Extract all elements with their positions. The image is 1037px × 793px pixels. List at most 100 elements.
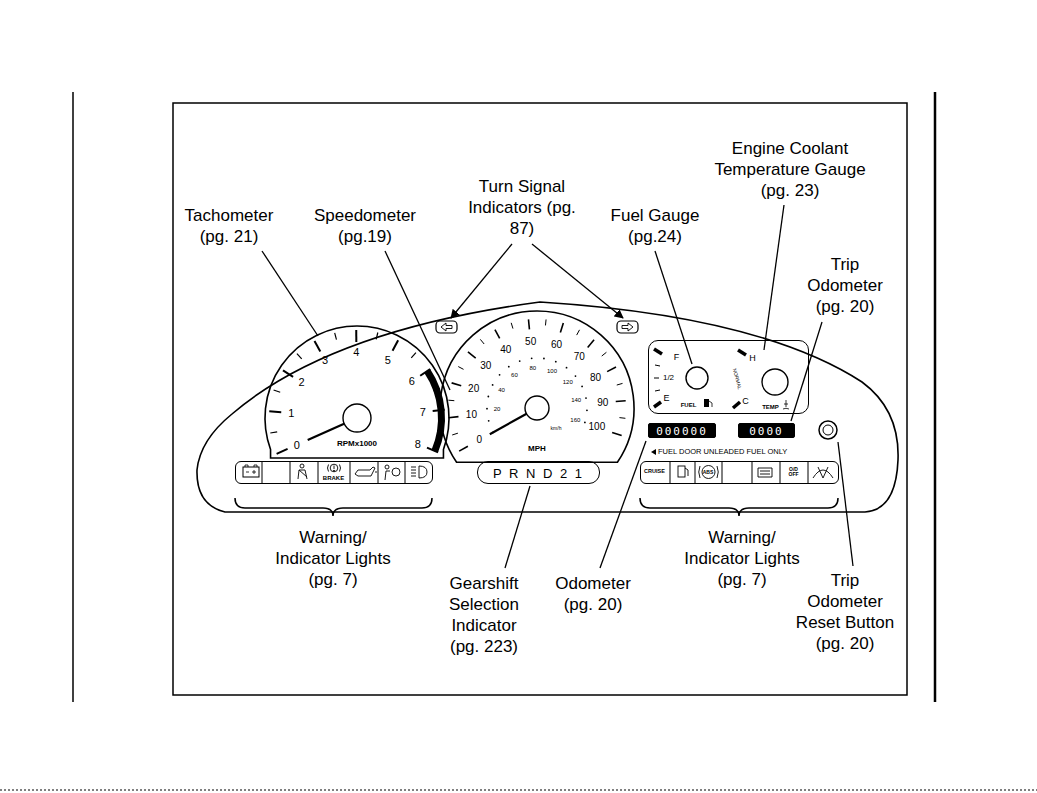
- brace: [640, 498, 838, 516]
- leader-line: [505, 486, 530, 568]
- tach-tick: [277, 449, 288, 454]
- dial-number: km/h: [551, 426, 562, 431]
- gearshift-indicator: P R N D 2 1: [477, 461, 600, 484]
- dial-number: 5: [385, 354, 391, 365]
- warning-light-text: ABS: [703, 470, 714, 475]
- dial-outline: [438, 305, 636, 467]
- fuel-door-arrow: [651, 449, 656, 455]
- kmh-dot: [585, 397, 587, 399]
- dial-number: 40: [498, 387, 505, 393]
- gauge-marking: C: [742, 396, 749, 405]
- kmh-dot: [486, 408, 488, 410]
- wiper-icon: [813, 467, 833, 478]
- kmh-dot: [586, 409, 588, 411]
- speedo-tick: [468, 352, 476, 358]
- strip-divider: [262, 461, 405, 484]
- dial-number: 20: [494, 406, 501, 412]
- callout-label: Turn Signal Indicators (pg. 87): [466, 176, 578, 239]
- temp-hub: [762, 369, 788, 395]
- turn-indicator: [436, 321, 457, 333]
- speedo-tick: [458, 367, 463, 370]
- dial-number: 80: [590, 373, 601, 383]
- dial-number: 30: [480, 361, 491, 371]
- brake-icon: [328, 465, 341, 472]
- gauge-marking: 1/2: [663, 374, 674, 382]
- warning-light-text: CRUISE: [644, 469, 665, 475]
- leader-line: [655, 251, 692, 364]
- kmh-dot: [531, 357, 533, 359]
- airbag-icon: [392, 468, 400, 476]
- dial-number: RPMx1000: [337, 440, 377, 448]
- page-rule: [72, 92, 74, 702]
- dial-number: 70: [574, 352, 585, 362]
- dial-number: 140: [571, 397, 581, 403]
- dial-number: 0: [294, 439, 300, 450]
- dial-number: 8: [415, 438, 421, 449]
- tach-tick: [274, 390, 281, 392]
- tach-tick: [433, 410, 445, 411]
- callout-label: Trip Odometer (pg. 20): [802, 254, 888, 317]
- turn-indicator: [617, 321, 638, 333]
- callout-label: Engine Coolant Temperature Gauge (pg. 23…: [708, 138, 873, 201]
- tach-tick: [283, 370, 293, 376]
- leader-line: [838, 442, 853, 566]
- leader-line: [262, 251, 318, 336]
- speedo-tick: [528, 319, 531, 329]
- dial-number: 6: [409, 376, 415, 387]
- fuel-pump-hose: [709, 401, 712, 407]
- speedo-tick: [602, 352, 607, 356]
- gauge-marking: H: [749, 353, 756, 362]
- tach-tick: [411, 353, 416, 358]
- dial-number: 4: [353, 347, 359, 358]
- page-rule: [934, 92, 937, 702]
- fuel-door-note: FUEL DOOR UNLEADED FUEL ONLY: [658, 447, 787, 456]
- trip-odometer-display: 0000: [738, 423, 795, 438]
- strip-divider: [670, 461, 808, 484]
- tach-hub: [343, 404, 371, 432]
- tach-tick: [355, 330, 357, 342]
- fuel-empty-mark: [654, 402, 661, 407]
- oil-icon: [355, 467, 376, 476]
- speedo-tick: [577, 330, 580, 335]
- tach-tick: [269, 410, 281, 413]
- speedo-tick: [612, 432, 622, 435]
- dial-face: [440, 311, 634, 462]
- kmh-dot: [499, 374, 501, 376]
- leader-line: [764, 205, 784, 350]
- temp-symbol: [783, 400, 789, 409]
- kmh-dot: [575, 375, 577, 377]
- callout-label: Gearshift Selection Indicator (pg. 223): [438, 573, 530, 657]
- warning-light-strip: BRAKE: [235, 461, 433, 484]
- callout-label: Warning/ Indicator Lights (pg. 7): [270, 527, 396, 590]
- callout-label: Speedometer (pg.19): [309, 205, 421, 247]
- page-edge: [0, 790, 1037, 791]
- warning-light-text: BRAKE: [323, 475, 344, 481]
- tach-tick: [315, 341, 321, 352]
- speedo-tick: [511, 323, 513, 329]
- dial-number: 40: [500, 345, 511, 355]
- callout-label: Warning/ Indicator Lights (pg. 7): [679, 527, 805, 590]
- turn-arrow: [622, 323, 633, 331]
- fuel-tick: [655, 390, 660, 391]
- kmh-dot: [492, 431, 494, 433]
- fuel-tick: [655, 365, 660, 366]
- tach-tick: [427, 448, 438, 453]
- gauge-marking: FUEL: [681, 402, 697, 408]
- dial-number: 100: [589, 422, 606, 432]
- callout-label: Tachometer (pg. 21): [179, 205, 279, 247]
- speedo-tick: [560, 323, 563, 333]
- dial-number: MPH: [528, 445, 546, 453]
- dial-number: 2: [298, 377, 304, 388]
- speedo-tick: [459, 446, 468, 451]
- tach-tick: [335, 333, 337, 340]
- tach-tick: [270, 432, 277, 433]
- kmh-dot: [543, 358, 545, 360]
- tach-tick: [433, 389, 440, 391]
- gear-letters: P R N D 2 1: [493, 466, 584, 479]
- kmh-dot: [487, 396, 489, 398]
- fuel-icon: [685, 468, 688, 476]
- airbag-icon: [385, 465, 389, 469]
- dial-number: 0: [476, 435, 482, 445]
- dial-number: 3: [322, 355, 328, 366]
